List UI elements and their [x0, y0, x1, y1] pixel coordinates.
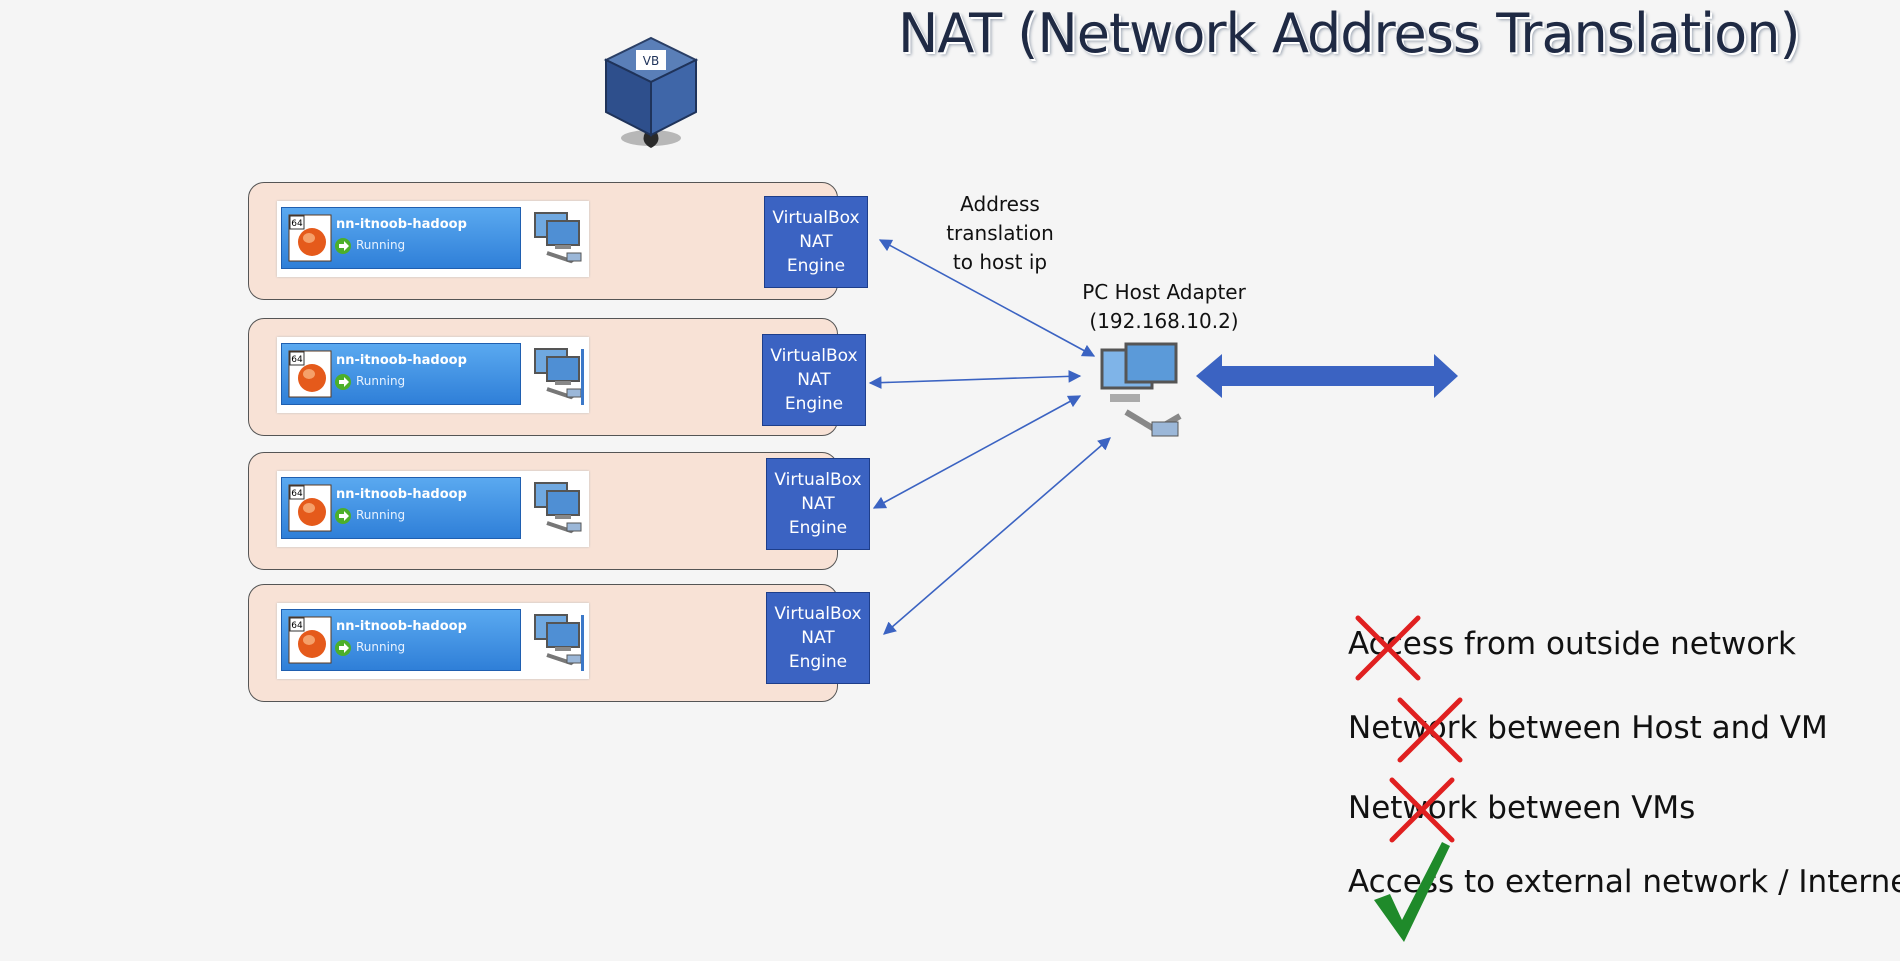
nat-host-arrow: [883, 437, 1111, 635]
oracle-linux-os-icon: 64: [288, 350, 332, 398]
red-x-icon: [1355, 615, 1421, 681]
vm-selection-bar: 64 nn-itnoob-hadoop Running: [281, 207, 521, 269]
nat-engine-label: VirtualBox NAT Engine: [774, 470, 862, 538]
vm-name: nn-itnoob-hadoop: [336, 217, 467, 232]
svg-text:VB: VB: [643, 54, 659, 68]
vm-group-1: 64 nn-itnoob-hadoop Running: [248, 182, 838, 300]
host-adapter-ip: (192.168.10.2): [1089, 309, 1239, 333]
vm-group-4: 64 nn-itnoob-hadoop Running: [248, 584, 838, 702]
vm-group-3: 64 nn-itnoob-hadoop Running: [248, 452, 838, 570]
os-badge: 64: [291, 621, 303, 631]
running-arrow-icon: [335, 238, 351, 254]
network-computer-icon: [534, 482, 582, 534]
os-badge: 64: [291, 219, 303, 229]
network-computer-icon: [534, 212, 582, 264]
vm-name: nn-itnoob-hadoop: [336, 487, 467, 502]
os-badge: 64: [291, 489, 303, 499]
red-x-icon: [1389, 777, 1455, 843]
oracle-linux-os-icon: 64: [288, 214, 332, 262]
vm-selection-bar: 64 nn-itnoob-hadoop Running: [281, 343, 521, 405]
nat-engine-label: VirtualBox NAT Engine: [774, 604, 862, 672]
os-badge: 64: [291, 355, 303, 365]
vm-status: Running: [356, 508, 406, 522]
vm-group-2: 64 nn-itnoob-hadoop Running: [248, 318, 838, 436]
vm-entry[interactable]: 64 nn-itnoob-hadoop Running: [277, 603, 589, 679]
nat-host-arrow: [878, 239, 1096, 357]
nat-engine-label: VirtualBox NAT Engine: [772, 208, 860, 276]
virtualbox-logo-icon: VB: [603, 36, 699, 148]
nat-host-arrow: [868, 369, 1082, 390]
host-computer-icon: [1100, 342, 1182, 437]
running-arrow-icon: [335, 508, 351, 524]
vm-entry[interactable]: 64 nn-itnoob-hadoop Running: [277, 337, 589, 413]
running-arrow-icon: [335, 374, 351, 390]
scrollbar[interactable]: [581, 615, 584, 671]
vm-entry[interactable]: 64 nn-itnoob-hadoop Running: [277, 471, 589, 547]
address-translation-label: Address translation to host ip: [946, 192, 1054, 274]
nat-engine-box: VirtualBox NAT Engine: [766, 458, 870, 550]
vm-entry[interactable]: 64 nn-itnoob-hadoop Running: [277, 201, 589, 277]
network-computer-icon: [534, 348, 582, 400]
nat-engine-box: VirtualBox NAT Engine: [764, 196, 868, 288]
vm-name: nn-itnoob-hadoop: [336, 353, 467, 368]
vm-status: Running: [356, 238, 406, 252]
oracle-linux-os-icon: 64: [288, 616, 332, 664]
vm-status: Running: [356, 640, 406, 654]
page-title: NAT (Network Address Translation): [898, 2, 1801, 65]
feature-item: Access to external network / Internet: [1348, 864, 1900, 900]
nat-engine-box: VirtualBox NAT Engine: [766, 592, 870, 684]
oracle-linux-os-icon: 64: [288, 484, 332, 532]
nat-engine-box: VirtualBox NAT Engine: [762, 334, 866, 426]
feature-item: Access from outside network: [1348, 626, 1797, 662]
vm-name: nn-itnoob-hadoop: [336, 619, 467, 634]
network-computer-icon: [534, 614, 582, 666]
red-x-icon: [1397, 697, 1463, 763]
green-check-icon: [1374, 842, 1450, 942]
nat-engine-label: VirtualBox NAT Engine: [770, 346, 858, 414]
host-adapter-label: PC Host Adapter: [1082, 280, 1246, 304]
external-network-arrow: [1196, 354, 1458, 398]
vm-selection-bar: 64 nn-itnoob-hadoop Running: [281, 477, 521, 539]
vm-selection-bar: 64 nn-itnoob-hadoop Running: [281, 609, 521, 671]
vm-status: Running: [356, 374, 406, 388]
running-arrow-icon: [335, 640, 351, 656]
scrollbar[interactable]: [581, 349, 584, 405]
